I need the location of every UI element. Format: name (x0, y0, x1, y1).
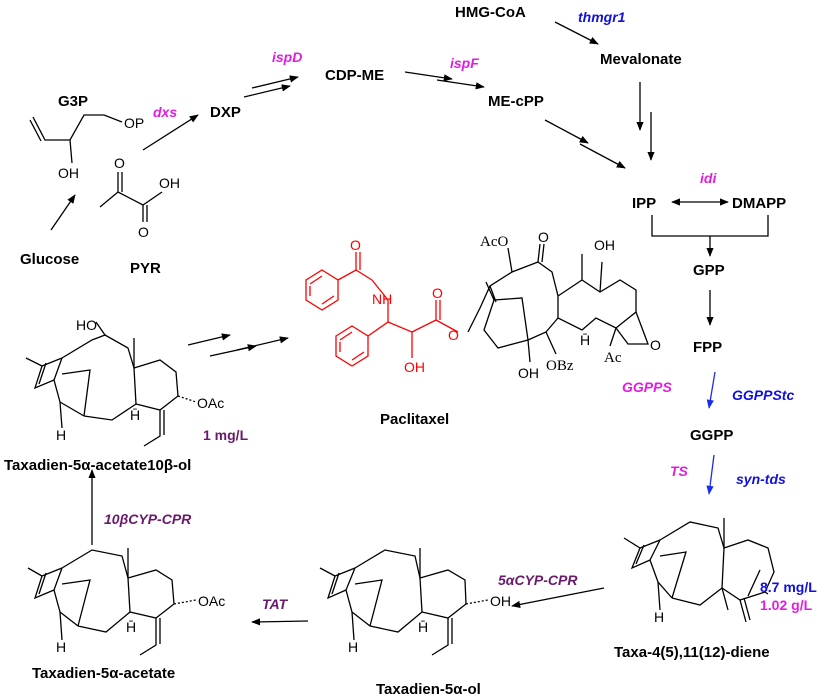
pyr-oh: OH (159, 175, 180, 191)
enzyme-dxs: dxs (153, 104, 177, 120)
enzyme-idi: idi (700, 170, 717, 186)
arrow-mecpp-1 (544, 119, 589, 144)
taxadien-ol-hbar: H̄ (418, 619, 428, 635)
arrow-mecpp-2 (579, 143, 626, 169)
g3p-oh: OH (58, 165, 79, 181)
arrow-taxadiene-to-ol (511, 587, 605, 608)
arrow-ol-to-acetate (251, 618, 309, 626)
enzyme-tat: TAT (262, 596, 289, 612)
label-pyr: PYR (130, 260, 161, 277)
titer-acetate-ol: 1 mg/L (203, 427, 249, 443)
taxadien-acetate-h: H (56, 639, 66, 655)
taxadien-acetate-oac: OAc (198, 593, 225, 609)
label-dmapp: DMAPP (732, 195, 786, 212)
titer-taxadiene-blue: 8.7 mg/L (760, 579, 817, 595)
label-paclitaxel: Paclitaxel (380, 411, 449, 428)
label-ggpp: GGPP (690, 427, 733, 444)
enzyme-5a-cyp: 5αCYP-CPR (498, 572, 578, 588)
label-fpp: FPP (693, 339, 722, 356)
enzyme-syn-tds: syn-tds (736, 471, 786, 487)
pyruvate-structure: O OH O (99, 155, 180, 240)
taxadien-ol-h: H (348, 639, 358, 655)
label-taxadiene-acetate-ol: Taxadien-5α-acetate10β-ol (4, 457, 191, 474)
enzyme-10b-cyp: 10βCYP-CPR (104, 511, 192, 527)
paclitaxel-o-amide: O (350, 237, 361, 253)
paclitaxel-oxetane-o: O (650, 337, 661, 353)
paclitaxel-oh-bottom: OH (518, 365, 539, 381)
label-glucose: Glucose (20, 251, 79, 268)
label-mevalonate: Mevalonate (600, 51, 682, 68)
paclitaxel-ketone-o: O (538, 229, 549, 245)
arrow-cdp-to-mecpp-2 (436, 79, 485, 90)
taxadien-acetate-structure: OAc H H̄ (27, 548, 225, 656)
arrow-to-paclitaxel-3 (236, 336, 289, 351)
bracket-ipp-dmapp (651, 215, 769, 237)
label-me-cpp: ME-cPP (488, 93, 544, 110)
paclitaxel-hbar: H̄ (580, 332, 590, 348)
paclitaxel-oac-ring: Ac (604, 350, 622, 366)
paclitaxel-nh: NH (372, 291, 392, 307)
enzyme-ggppstc: GGPPStc (732, 387, 794, 403)
arrow-fpp-to-ggpp (706, 371, 716, 409)
arrow-ggpp-to-taxadiene (706, 454, 715, 495)
titer-taxadiene-magenta: 1.02 g/L (760, 597, 813, 613)
enzyme-ggpps: GGPPS (622, 379, 672, 395)
taxadien-ol-structure: OH H H̄ (319, 548, 511, 656)
paclitaxel-side-chain: O NH OH O O (305, 237, 459, 375)
enzyme-ispd: ispD (272, 49, 302, 65)
label-hmg-coa: HMG-CoA (455, 4, 526, 21)
arrow-g3p-to-dxp (142, 114, 199, 151)
arrow-glucose-to-g3p (50, 194, 76, 231)
paclitaxel-core: AcO O OH OH OBz H̄ Ac O (467, 229, 661, 381)
g3p-structure: OP OH (29, 114, 144, 181)
label-gpp: GPP (693, 262, 725, 279)
paclitaxel-top-oh: OH (594, 237, 615, 253)
arrow-dxp-to-cdp-1 (251, 75, 299, 89)
taxadien-acetate-ol-hbar: H̄ (130, 407, 140, 423)
enzyme-ts: TS (670, 463, 689, 479)
arrow-to-paclitaxel-1 (187, 333, 231, 346)
g3p-op: OP (124, 115, 144, 131)
taxadiene-structure: H (623, 518, 775, 625)
label-taxadiene-acetate: Taxadien-5α-acetate (32, 665, 175, 682)
arrow-hmg-to-mev (554, 21, 599, 45)
paclitaxel-aco: AcO (480, 234, 508, 250)
taxadien-acetate-ol-h: H (56, 427, 66, 443)
arrow-cdp-to-mecpp-1 (404, 71, 453, 82)
taxadien-ol-oh: OH (490, 593, 511, 609)
taxadien-acetate-ol-structure: HO OAc H H̄ (25, 317, 224, 447)
enzyme-thmgr1: thmgr1 (578, 9, 626, 25)
paclitaxel-o-link: O (448, 327, 459, 343)
taxadiene-h: H (654, 609, 664, 625)
taxadien-acetate-ol-oac: OAc (197, 395, 224, 411)
taxadien-acetate-ol-ho: HO (76, 317, 97, 333)
label-ipp: IPP (632, 195, 656, 212)
pyr-o2: O (138, 224, 149, 240)
label-dxp: DXP (210, 104, 241, 121)
arrow-dxp-to-cdp-2 (243, 84, 291, 98)
pyr-o: O (114, 155, 125, 171)
label-taxadien-ol: Taxadien-5α-ol (376, 681, 481, 698)
taxadien-acetate-hbar: H̄ (126, 619, 136, 635)
paclitaxel-side-oh: OH (404, 359, 425, 375)
label-cdp-me: CDP-ME (325, 67, 384, 84)
label-taxadiene: Taxa-4(5),11(12)-diene (614, 644, 770, 661)
enzyme-ispf: ispF (450, 55, 479, 71)
paclitaxel-o-ester: O (432, 285, 443, 301)
paclitaxel-obz: OBz (546, 358, 574, 374)
label-g3p: G3P (58, 93, 88, 110)
